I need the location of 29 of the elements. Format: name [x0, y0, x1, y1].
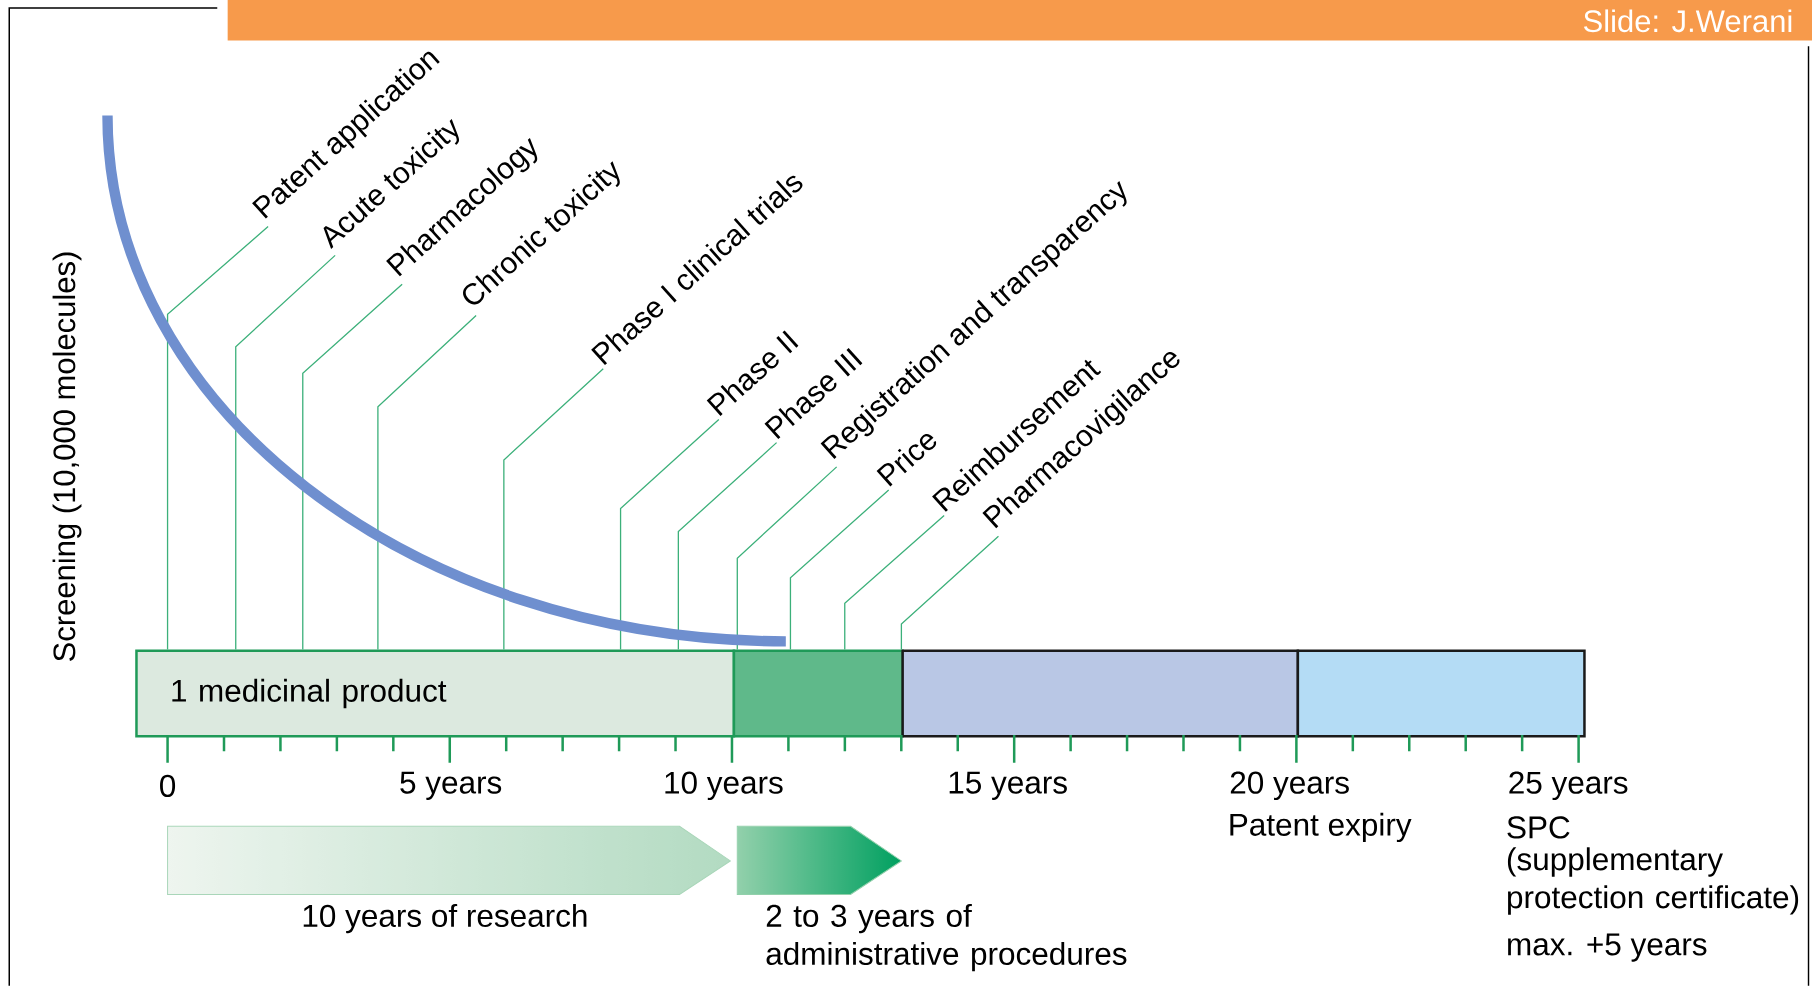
note-text: max. +5 years	[1508, 933, 1707, 962]
year-label: 5 years	[400, 771, 502, 800]
axis-title: Screening (10,000 molecules)	[52, 252, 82, 661]
arrow-caption: 2 to 3 years of administrative procedures	[766, 903, 1127, 972]
leader-line	[900, 535, 1000, 651]
milestone-label: Patent expiry	[1230, 812, 1412, 843]
note-text: SPC	[1507, 816, 1570, 839]
slide-credit: Slide: J.Werani	[1583, 9, 1792, 33]
timeline-segment	[732, 649, 904, 738]
leader-line	[619, 418, 720, 651]
timeline-segment	[901, 649, 1300, 738]
year-label: 25 years	[1509, 771, 1628, 801]
leader-line	[844, 514, 945, 651]
leader-line	[503, 368, 604, 651]
leader-line	[166, 225, 269, 651]
leader-line	[677, 441, 778, 651]
leader-line	[789, 489, 890, 651]
leader-line	[377, 314, 477, 651]
leader-line	[302, 283, 403, 651]
timeline-segment: 1 medicinal product	[135, 649, 736, 738]
leader-line	[235, 254, 336, 651]
arrow-caption: 10 years of research	[303, 903, 587, 934]
leader-line	[736, 466, 838, 651]
note-text: (supplementary protection certificate)	[1507, 847, 1799, 915]
year-label: 15 years	[949, 771, 1067, 800]
year-label: 20 years	[1230, 771, 1349, 801]
timeline-segment	[1296, 649, 1586, 738]
year-label: 10 years	[665, 771, 783, 801]
year-label: 0	[160, 774, 176, 797]
